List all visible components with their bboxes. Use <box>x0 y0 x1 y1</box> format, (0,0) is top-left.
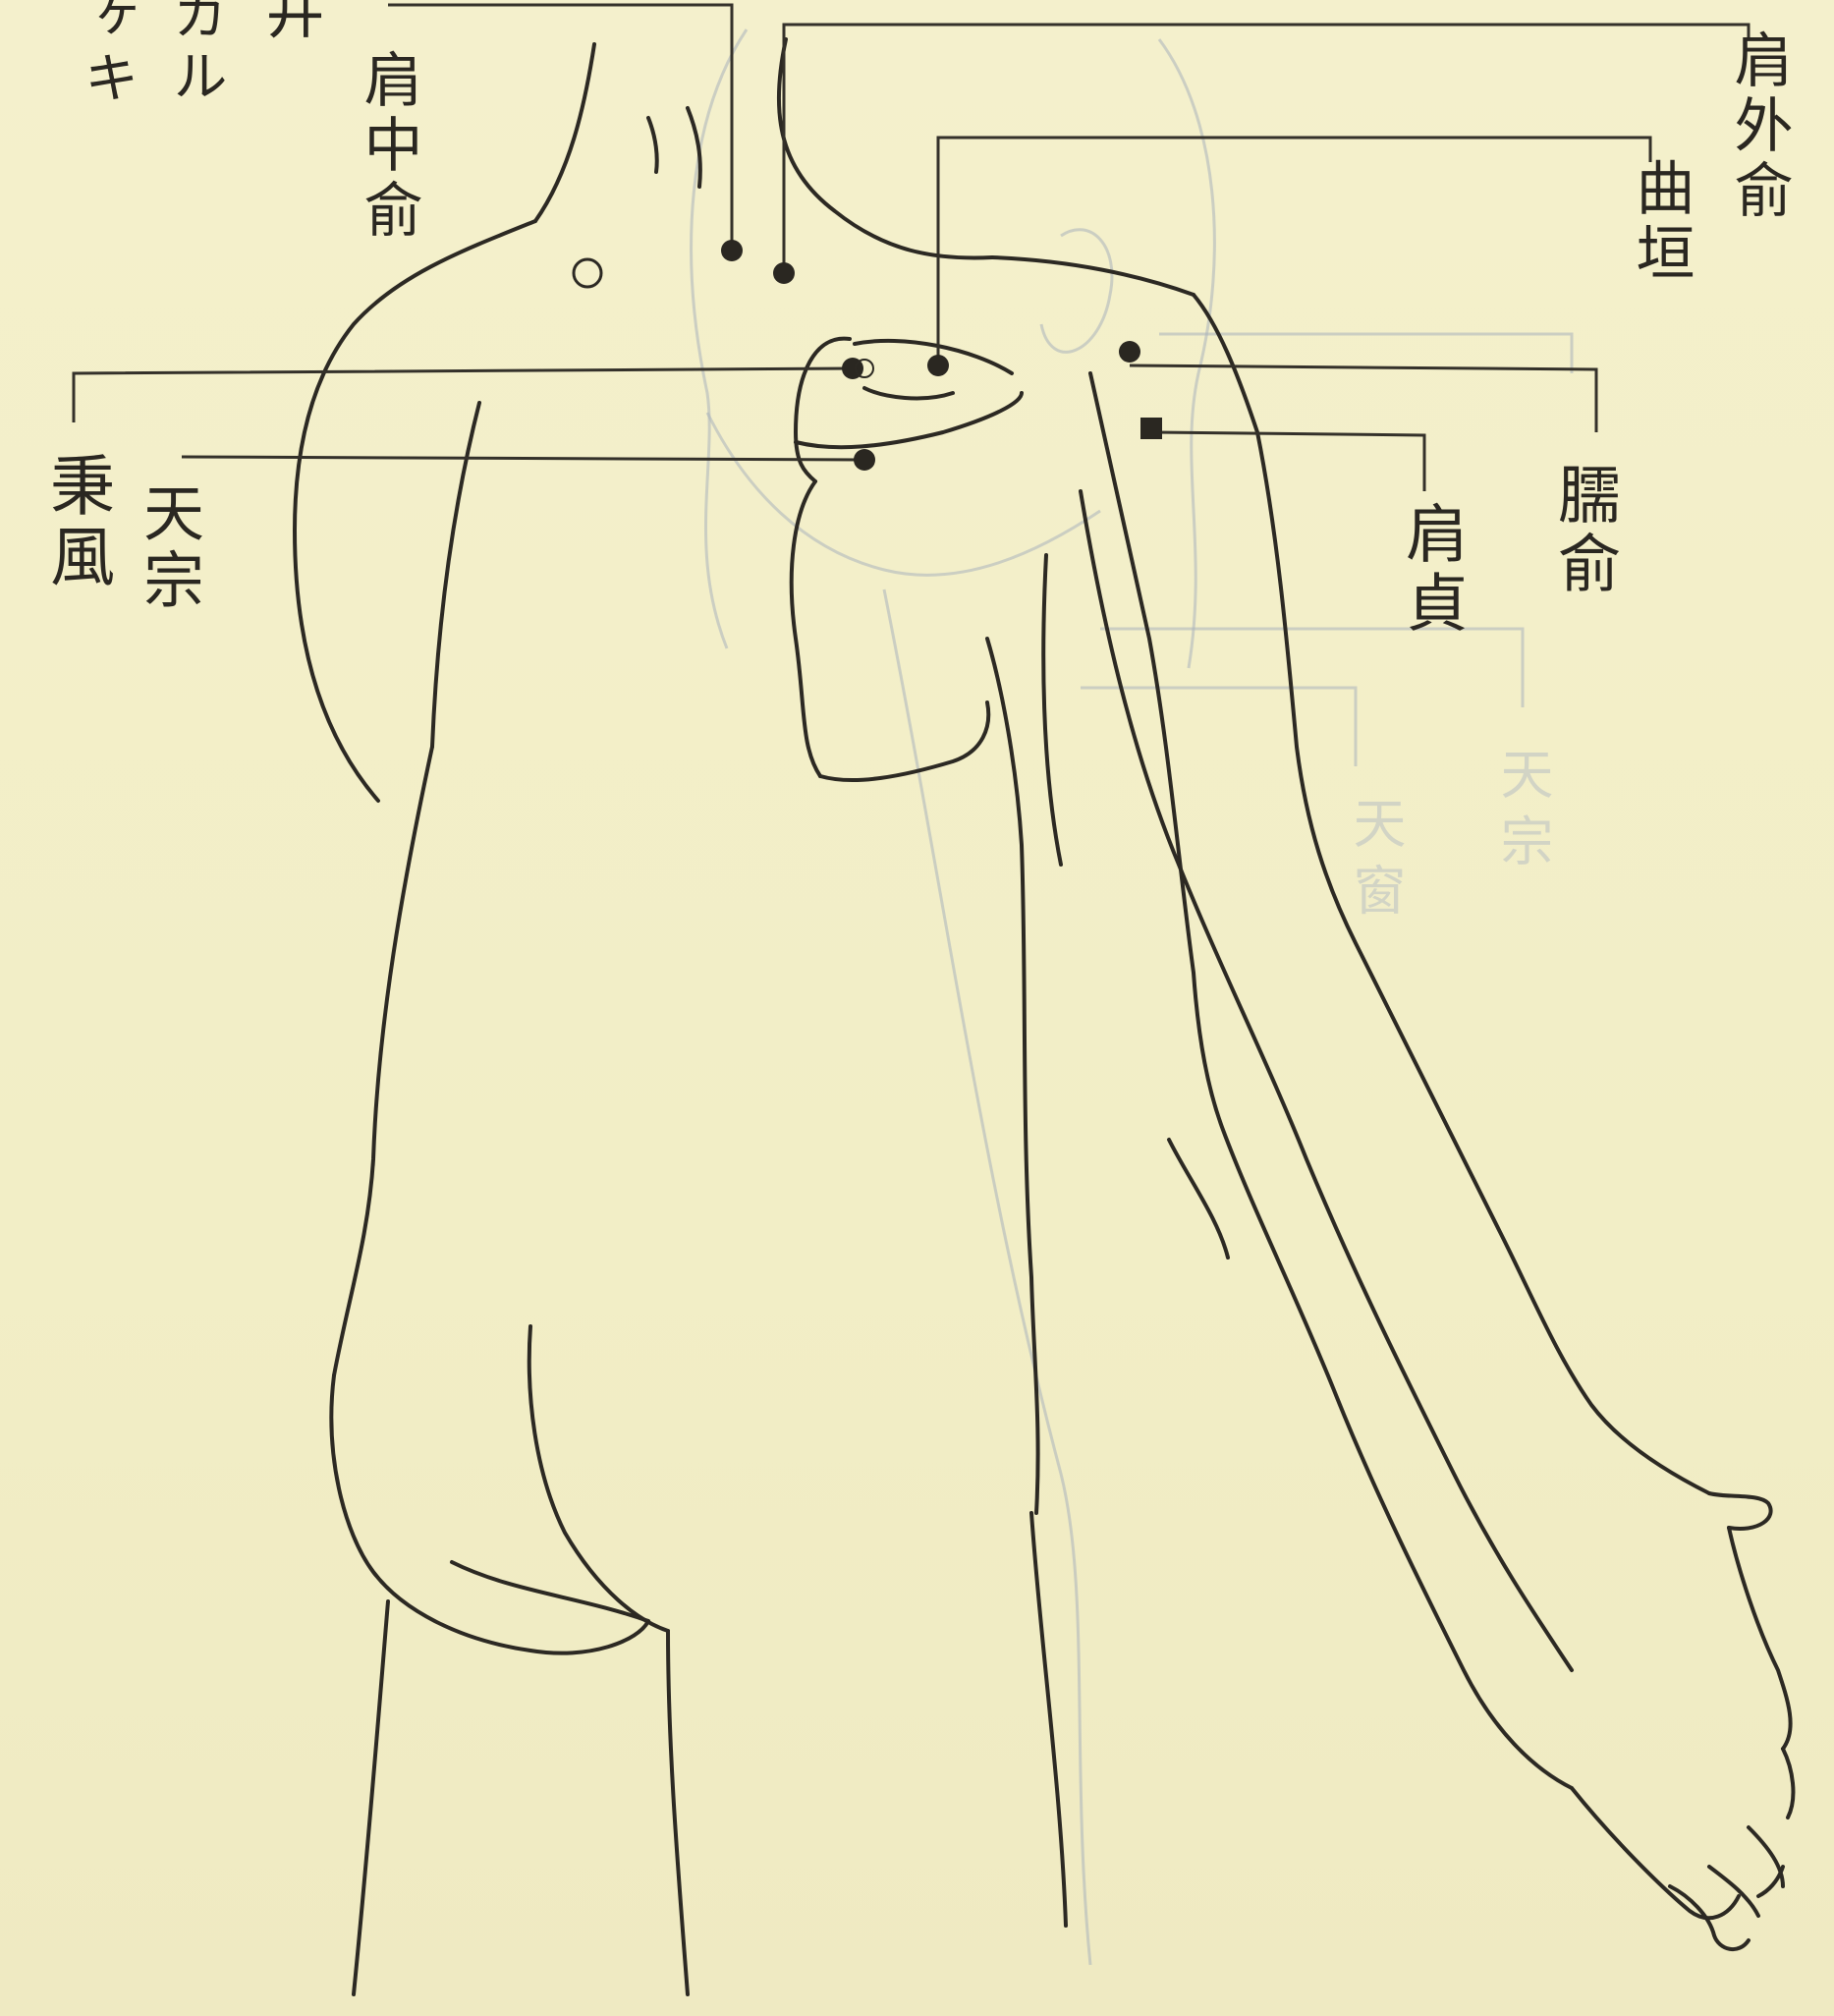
leader-kengaiyu <box>784 25 1749 275</box>
leader-lines <box>74 5 1749 491</box>
acupoints <box>574 240 1162 471</box>
leader-kenchuyu <box>388 5 732 249</box>
leader-kentei <box>1154 432 1424 491</box>
label-kengaiyu: 肩外俞 <box>1729 29 1788 224</box>
label-kyokuen: 曲垣 <box>1631 157 1690 287</box>
point-kentei <box>1140 418 1162 439</box>
corner-text-3: 井 <box>260 0 319 45</box>
label-kentei: 肩貞 <box>1400 501 1463 639</box>
point-kengaiyu <box>773 262 795 284</box>
corner-text-2: カル <box>167 0 222 108</box>
label-tenso: 天宗 <box>138 481 198 615</box>
leader-jyuyu <box>1130 365 1596 432</box>
label-kenchuyu: 肩中俞 <box>359 49 417 244</box>
point-open-circle <box>574 259 601 287</box>
point-jyuyu <box>1119 341 1140 363</box>
point-tenso <box>854 449 875 471</box>
leader-heifu <box>74 368 853 422</box>
leader-kyokuen <box>938 138 1650 365</box>
corner-text-1: ヶキ <box>79 0 134 110</box>
bleed-through-figure <box>692 29 1572 1965</box>
point-kenchuyu <box>721 240 743 261</box>
label-jyuyu: 臑俞 <box>1552 462 1615 599</box>
leader-tenso <box>182 457 864 460</box>
label-heifu: 秉風 <box>44 452 109 593</box>
point-kyokuen <box>927 355 949 376</box>
